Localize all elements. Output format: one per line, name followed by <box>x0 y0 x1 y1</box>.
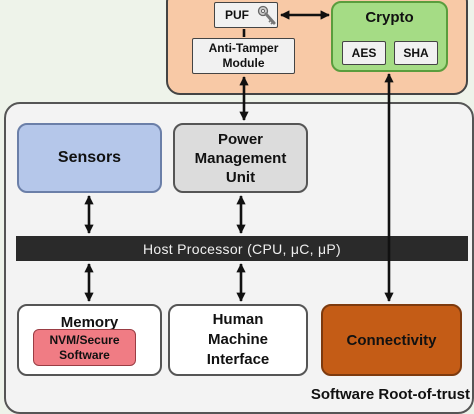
power-label: Power Management Unit <box>194 130 287 186</box>
nvm-label: NVM/Secure Software <box>49 332 120 362</box>
sensors-label: Sensors <box>57 149 122 166</box>
hmi-label: Human Machine Interface <box>206 311 270 368</box>
aes-label: AES <box>351 46 377 60</box>
sha-block: SHA <box>394 41 438 65</box>
sensors-block: Sensors <box>17 123 162 193</box>
connectivity-label: Connectivity <box>346 331 437 349</box>
anti-tamper-module-block: Anti-Tamper Module <box>192 38 295 74</box>
connectivity-block: Connectivity <box>321 304 462 376</box>
puf-block: PUF <box>214 2 278 28</box>
key-icon <box>257 5 276 25</box>
puf-label: PUF <box>225 8 249 22</box>
sha-label: SHA <box>403 46 429 60</box>
memory-label: Memory <box>60 314 119 331</box>
aes-block: AES <box>342 41 386 65</box>
crypto-title: Crypto <box>365 9 414 26</box>
human-machine-interface-block: Human Machine Interface <box>168 304 308 376</box>
host-processor-label: Host Processor (CPU, μC, μP) <box>142 240 341 257</box>
nvm-secure-software-block: NVM/Secure Software <box>33 329 136 366</box>
anti-tamper-label: Anti-Tamper Module <box>208 41 279 70</box>
power-management-unit-block: Power Management Unit <box>173 123 308 193</box>
software-root-of-trust-label: Software Root-of-trust <box>310 386 470 403</box>
